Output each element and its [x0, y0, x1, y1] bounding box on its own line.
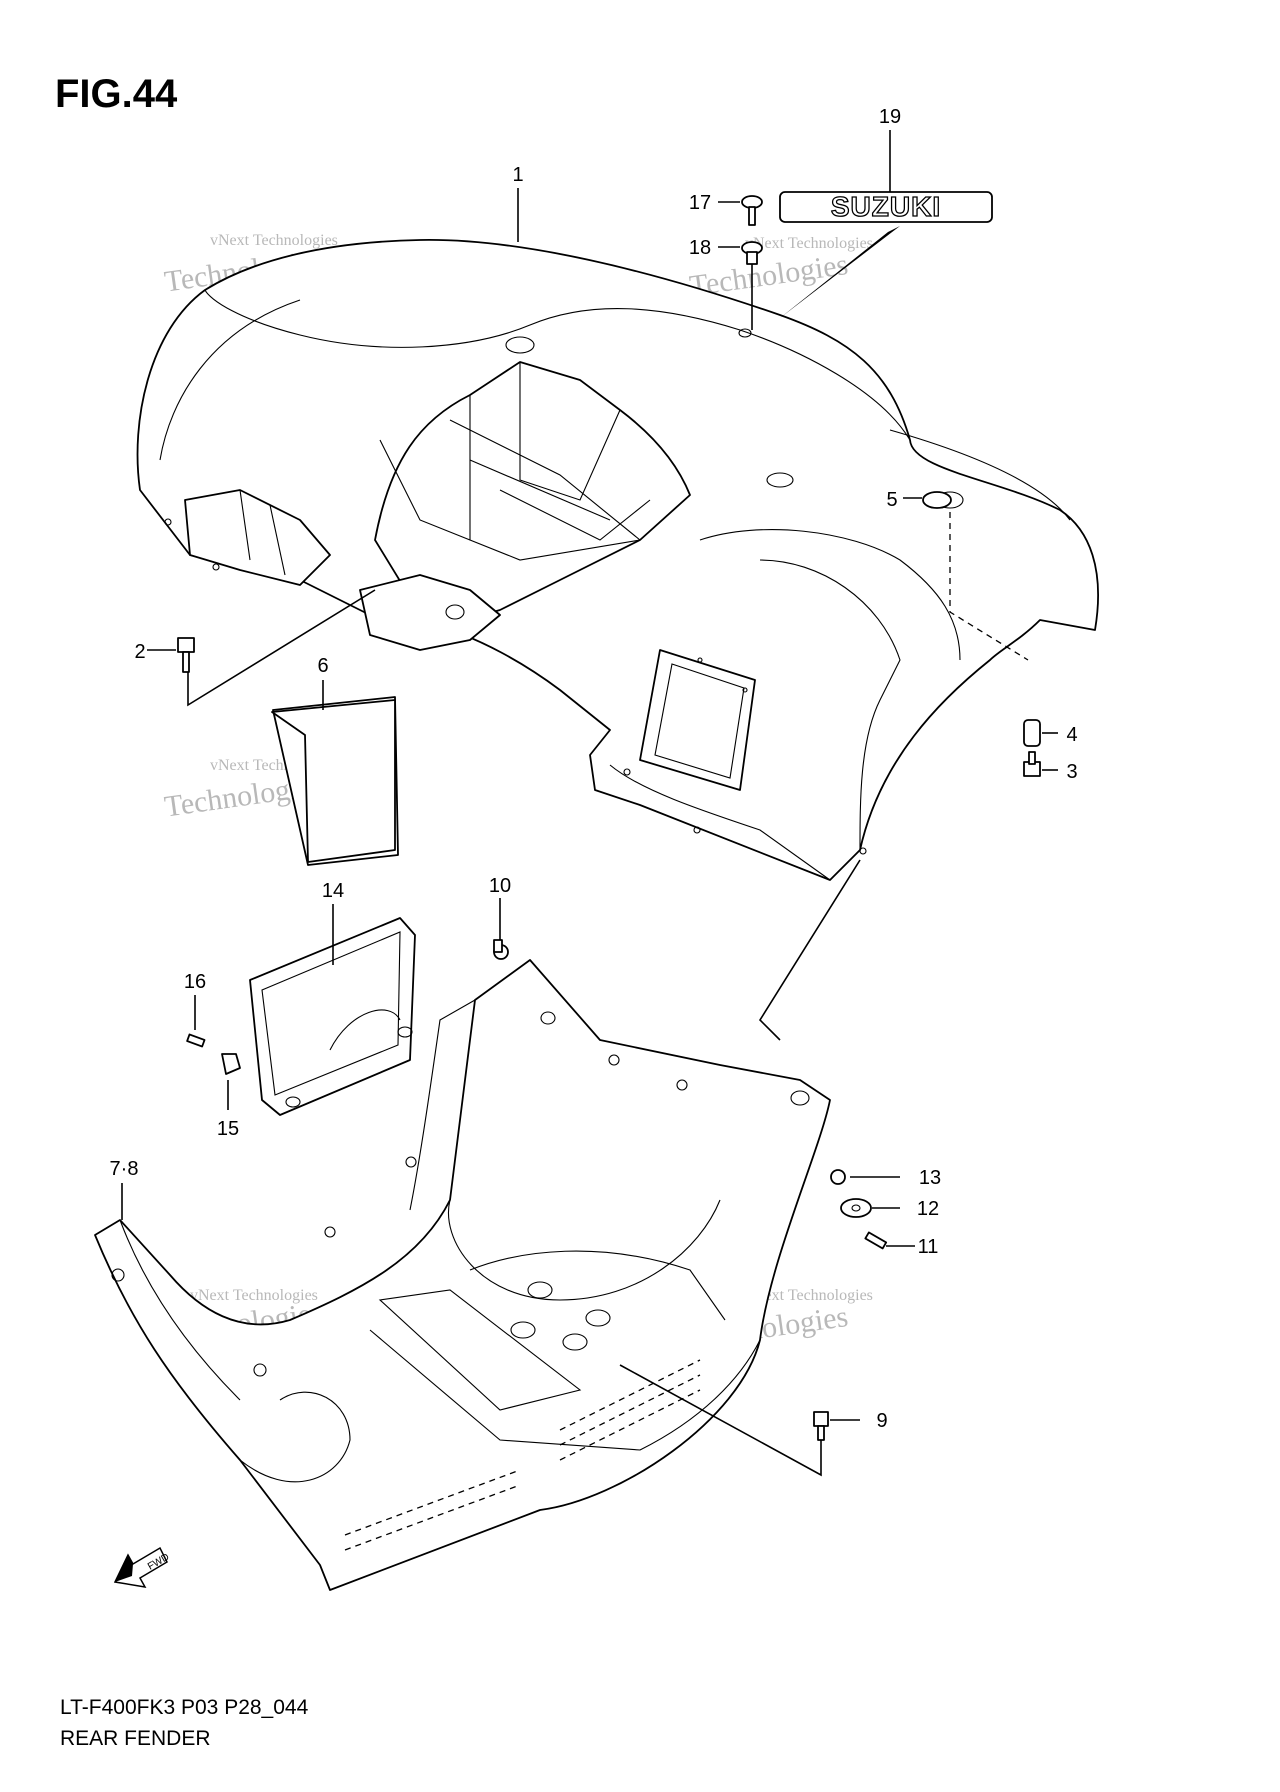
fig-title: FIG.44 [55, 72, 178, 116]
callout-10: 10 [489, 875, 511, 897]
callout-11: 11 [918, 1236, 939, 1258]
model-code: LT-F400FK3 P03 P28_044 [60, 1696, 309, 1719]
rear-fender-upper [136, 239, 1099, 881]
callout-7-8: 7·8 [110, 1158, 139, 1180]
bolt-2 [177, 637, 195, 673]
screw-16 [186, 1033, 206, 1048]
svg-text:vNext Technologies: vNext Technologies [210, 232, 338, 249]
nut-13 [830, 1169, 846, 1185]
svg-text:vNext Technologies: vNext Technologies [745, 235, 873, 252]
callout-14: 14 [322, 880, 344, 902]
bolt-9 [813, 1411, 829, 1441]
washer-12 [840, 1198, 872, 1218]
callout-6: 6 [317, 655, 328, 677]
screw-11 [864, 1231, 888, 1250]
callout-4: 4 [1066, 724, 1077, 746]
svg-text:SUZUKI: SUZUKI [831, 191, 941, 222]
suzuki-decal: SUZUKI [779, 190, 993, 318]
callout-numbers: 1 2 3 4 5 6 7·8 9 10 11 12 13 14 15 16 1… [110, 106, 1078, 1432]
callout-5: 5 [886, 489, 897, 511]
leader-lines [121, 130, 1058, 1477]
nut-15 [221, 1053, 241, 1075]
callout-15: 15 [217, 1118, 239, 1140]
rivet-10 [493, 939, 509, 960]
callout-17: 17 [689, 192, 711, 214]
lower-guard [94, 959, 831, 1591]
callout-18: 18 [689, 237, 711, 259]
part-6-plate [271, 696, 399, 866]
callout-3: 3 [1066, 761, 1077, 783]
watermark-2: vNext Technologies Technologies [688, 235, 873, 303]
fasteners [177, 195, 1041, 1441]
callout-1: 1 [512, 164, 523, 186]
callout-9: 9 [876, 1410, 887, 1432]
bolt-3 [1023, 751, 1041, 777]
part-14-cover [249, 917, 416, 1116]
screw-17 [741, 195, 763, 226]
callout-2: 2 [134, 641, 145, 663]
callout-12: 12 [917, 1198, 939, 1220]
footrest-holes [344, 1359, 701, 1551]
callout-19: 19 [879, 106, 901, 128]
grommet-5 [922, 491, 952, 509]
svg-text:vNext Technologies: vNext Technologies [190, 1287, 318, 1304]
collar-4 [1023, 719, 1041, 747]
fwd-arrow: FWD [113, 1546, 171, 1588]
grommet-18 [741, 241, 763, 265]
callout-13: 13 [919, 1167, 941, 1189]
callout-16: 16 [184, 971, 206, 993]
svg-text:vNext Technologies: vNext Technologies [745, 1287, 873, 1304]
figure-name: REAR FENDER [60, 1727, 211, 1750]
